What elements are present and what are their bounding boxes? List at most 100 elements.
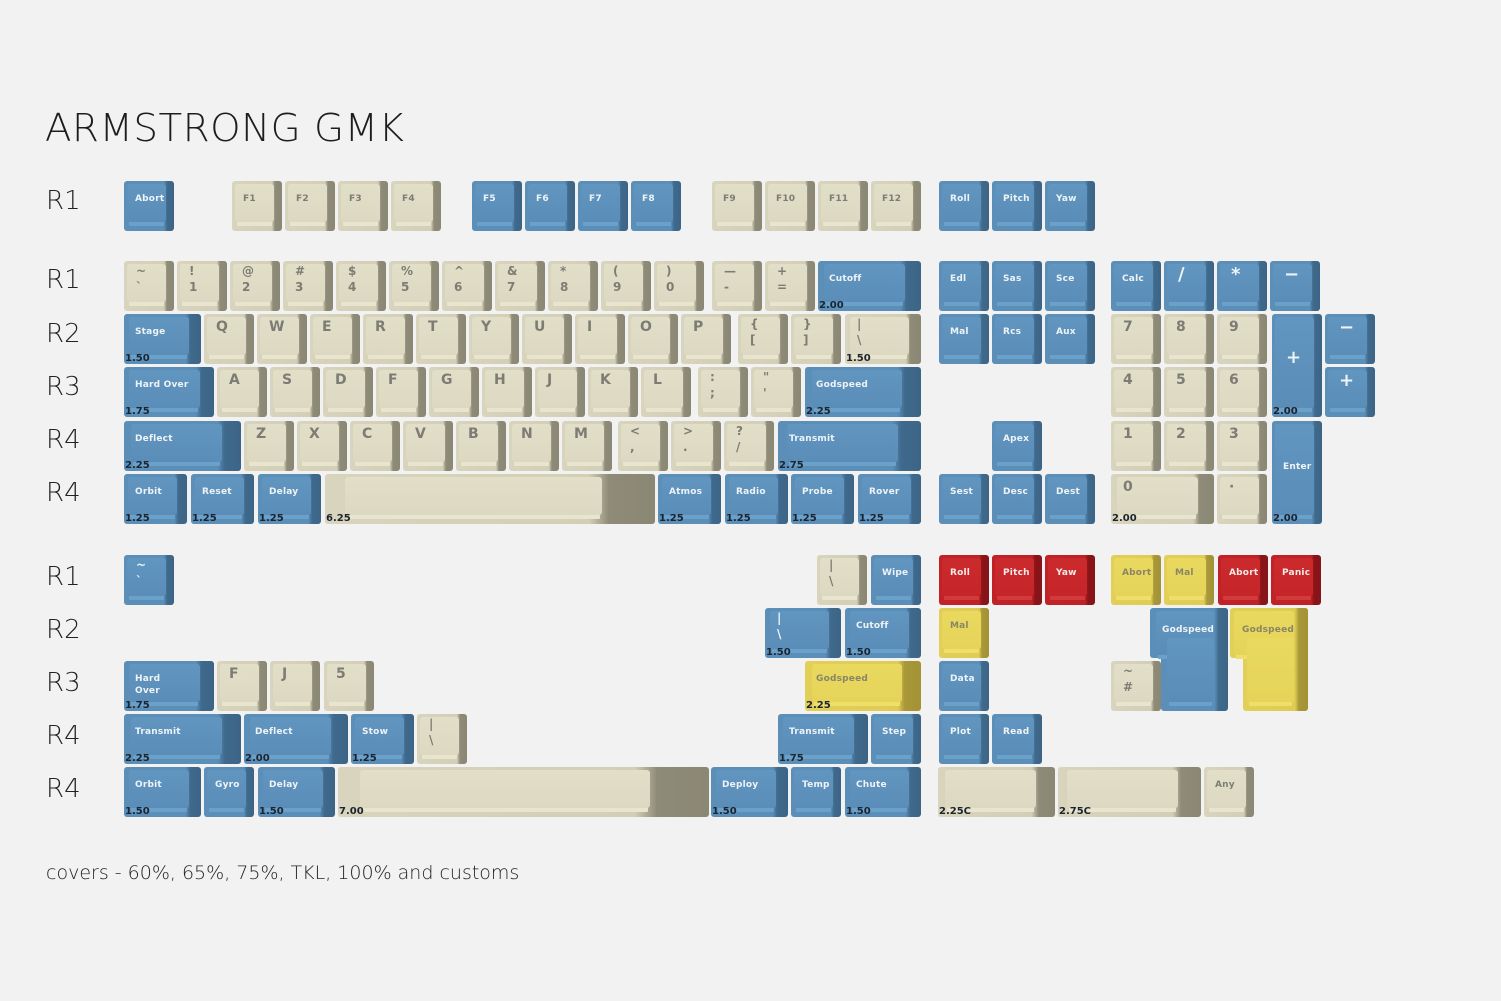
keycap-legend: ^ 6 <box>454 264 465 294</box>
keycap-legend: Radio <box>736 487 766 497</box>
keycap-a: A <box>217 367 267 417</box>
keycap-top-surface <box>995 184 1034 222</box>
keycap-top-surface <box>485 370 524 408</box>
keycap-size-label: 1.25 <box>192 513 217 524</box>
keycap-abort: Abort <box>1111 555 1161 605</box>
keycap-z: Z <box>244 421 294 471</box>
keycap-top-surface <box>1048 184 1087 222</box>
keycap-legend: Q <box>216 319 229 335</box>
keycap-legend: Apex <box>1003 434 1030 444</box>
keycap-legend: Yaw <box>1056 568 1077 578</box>
keycap-top-surface <box>475 184 514 222</box>
keycap-2: 2 <box>1164 421 1214 471</box>
keycap-top-surface <box>661 477 711 515</box>
row-label: R3 <box>46 668 81 698</box>
keycap-legend: ) 0 <box>666 264 675 294</box>
keycap-legend: F4 <box>402 194 415 204</box>
keycap-legend: Read <box>1003 727 1030 737</box>
keycap-top-surface <box>995 317 1034 355</box>
keycap-legend: F5 <box>483 194 496 204</box>
keycap-top-surface <box>525 317 564 355</box>
keycap-top-surface <box>794 770 833 808</box>
keycap-top-surface <box>942 717 981 755</box>
keycap-t: T <box>416 314 466 364</box>
keycap-f: F <box>376 367 426 417</box>
keycap-top-surface <box>379 370 418 408</box>
keycap-top-surface <box>406 424 445 462</box>
keycap-top-surface <box>794 317 833 355</box>
keycap-size-label: 1.25 <box>859 513 884 524</box>
keycap-legend: F11 <box>829 194 849 204</box>
keycap-top-surface <box>769 611 829 649</box>
keycap-top-surface <box>874 558 913 596</box>
keycap-legend: Abort <box>1229 568 1259 578</box>
keycap-symbol: | \ <box>817 555 867 605</box>
keycap-top-surface <box>995 424 1034 462</box>
keycap-legend: Sas <box>1003 274 1022 284</box>
keycap-legend: F12 <box>882 194 902 204</box>
keycap-size-label: 2.25 <box>806 700 831 711</box>
keycap-legend: Step <box>882 727 907 737</box>
keycap-legend: A <box>229 372 241 388</box>
keycap-size-label: 2.25 <box>806 406 831 417</box>
keycap-legend: T <box>428 319 438 335</box>
keycap-f8: F8 <box>631 181 681 231</box>
keycap-legend: W <box>269 319 285 335</box>
keycap-top-surface <box>419 317 458 355</box>
keycap-top-surface <box>942 558 981 596</box>
keycap-mal: Mal <box>1164 555 1214 605</box>
keycap-godspeed: Godspeed <box>1150 608 1228 711</box>
keycap-legend: | \ <box>777 611 782 641</box>
keycap-j: J <box>535 367 585 417</box>
keycap-top-surface <box>849 770 909 808</box>
keycap-top-surface <box>786 424 899 462</box>
keycap-legend: " ' <box>763 370 770 400</box>
keycap-legend: Deploy <box>722 780 759 790</box>
keycap-size-label: 1.25 <box>792 513 817 524</box>
keycap-legend: F8 <box>642 194 655 204</box>
keycap-x: X <box>297 421 347 471</box>
keycap-top-surface <box>1221 558 1260 596</box>
keycap-5: 5 <box>324 661 374 711</box>
keycap-legend: G <box>441 372 453 388</box>
keycap-top-surface <box>1275 317 1314 408</box>
keycap-legend: · <box>1229 479 1235 495</box>
keycap-symbol: − <box>1270 261 1320 311</box>
keycap-8: 8 <box>1164 314 1214 364</box>
keycap-top-surface <box>327 664 366 702</box>
keycap-0: ) 0 <box>654 261 704 311</box>
keycap-legend: Godspeed <box>1242 625 1295 635</box>
keycap-legend: 2 <box>1176 426 1186 442</box>
keycap-top-surface <box>260 317 299 355</box>
keycap-legend: Sest <box>950 487 974 497</box>
keycap-top-surface <box>768 264 807 302</box>
keycap-top-surface <box>995 264 1034 302</box>
keycap-legend: B <box>468 426 479 442</box>
keycap-size-label: 2.25 <box>125 753 150 764</box>
keycap-symbol: + <box>1325 367 1375 417</box>
keycap-legend: I <box>587 319 593 335</box>
keycap-legend: Reset <box>202 487 232 497</box>
keycap-3: # 3 <box>283 261 333 311</box>
keycap-size-label: 2.25 <box>125 460 150 471</box>
keycap-legend: * <box>1231 264 1241 285</box>
keycap-top-surface <box>313 317 352 355</box>
keycap-symbol: ~ ` <box>124 261 174 311</box>
keycap-top-surface <box>498 264 537 302</box>
keycap-legend: O <box>640 319 653 335</box>
keycap-legend: Transmit <box>789 434 835 444</box>
keycap-top-surface <box>820 558 859 596</box>
keycap-top-surface <box>128 770 189 808</box>
keycap-top-surface <box>621 424 660 462</box>
keycap-legend: U <box>534 319 546 335</box>
row-label: R1 <box>46 562 81 592</box>
keycap-top-surface <box>1220 370 1259 408</box>
keycap-top-surface <box>341 184 380 222</box>
keycap-legend: | \ <box>829 558 834 588</box>
keycap-symbol: | \ <box>417 714 467 764</box>
keycap-f6: F6 <box>525 181 575 231</box>
keycap-size-label: 1.50 <box>259 806 284 817</box>
keycap-size-label: 1.75 <box>125 406 150 417</box>
